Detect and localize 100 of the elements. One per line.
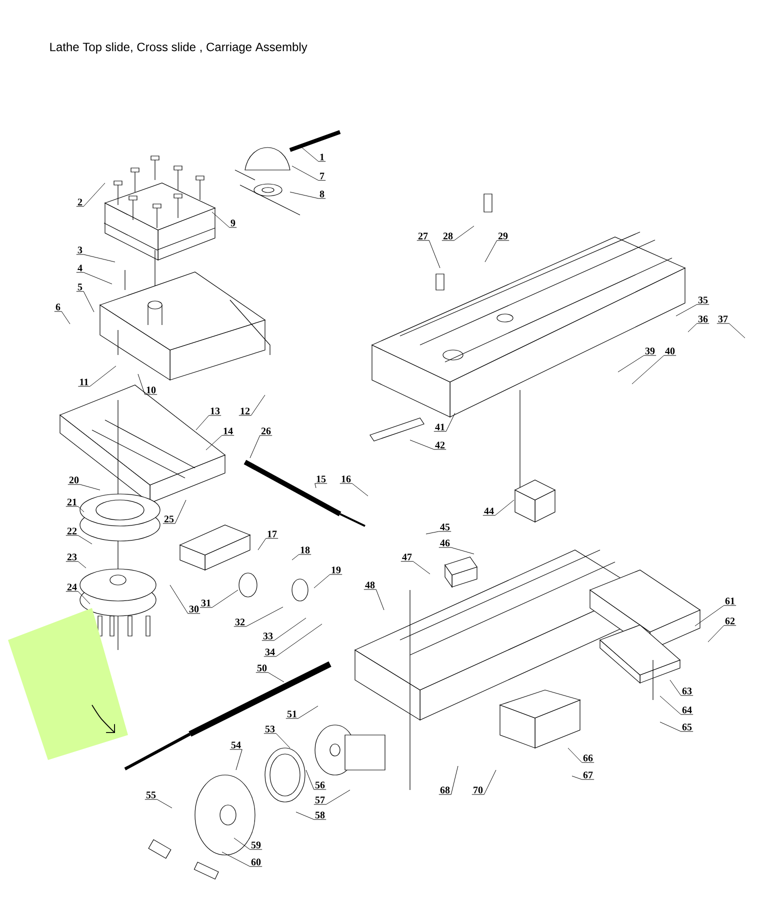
leader-line <box>688 323 710 332</box>
callout-number: 64 <box>682 706 692 714</box>
callout-number: 19 <box>332 566 341 574</box>
callout-number: 48 <box>365 582 375 588</box>
leader-line <box>340 483 368 496</box>
leader-line <box>262 618 306 641</box>
callout-number: 20 <box>69 476 79 484</box>
callout-number: 42 <box>435 442 445 448</box>
leader-line <box>250 435 272 458</box>
leader-line <box>716 323 746 338</box>
leader-line <box>410 440 446 450</box>
leader-line <box>206 435 234 450</box>
callout-number: 44 <box>484 508 494 514</box>
leader-line <box>76 182 106 207</box>
callout-number: 13 <box>210 408 220 414</box>
callout-number: 11 <box>80 378 88 386</box>
callout-number: 57 <box>315 796 325 804</box>
leader-line <box>286 706 318 719</box>
leader-line <box>438 766 458 795</box>
leader-line <box>66 535 92 544</box>
callout-number: 7 <box>320 172 324 180</box>
leader-line <box>364 589 384 610</box>
callout-number: 50 <box>257 664 267 672</box>
callout-number: 26 <box>261 428 271 434</box>
leader-line <box>76 291 94 312</box>
callout-number: 8 <box>320 190 324 198</box>
callout-number: 47 <box>402 554 412 560</box>
leader-line <box>708 625 736 642</box>
callout-number: 51 <box>287 710 296 718</box>
callout-number: 63 <box>682 688 692 694</box>
callout-number: 53 <box>265 726 275 732</box>
leader-line <box>416 240 440 268</box>
callout-number: 16 <box>342 476 351 482</box>
leader-line <box>660 722 694 732</box>
title: Lathe Top slide, Cross slide , Carriage Assembly <box>50 42 308 54</box>
leader-line <box>234 606 284 627</box>
callout-number: 17 <box>268 530 277 538</box>
callout-number: 5 <box>78 284 82 290</box>
leader-line <box>314 574 342 588</box>
callout-number: 62 <box>725 618 735 624</box>
callout-number: 6 <box>56 304 60 310</box>
leader-line <box>442 226 474 241</box>
callout-number: 29 <box>498 232 508 240</box>
leader-line <box>234 838 262 850</box>
callout-number: 36 <box>698 316 708 322</box>
callout-number: 23 <box>67 554 77 560</box>
leader-line <box>264 624 322 657</box>
callout-number: 2 <box>78 198 82 206</box>
callout-number: 58 <box>315 812 325 818</box>
leader-line <box>162 500 186 524</box>
callout-number: 22 <box>67 528 77 534</box>
leader-line <box>212 212 237 228</box>
callout-number: 28 <box>443 232 453 240</box>
callout-number: 3 <box>78 246 82 254</box>
leader-line <box>670 680 694 696</box>
leader-line <box>632 355 676 384</box>
callout-number: 35 <box>698 296 708 304</box>
leader-line <box>314 483 328 488</box>
callout-number: 9 <box>230 220 236 226</box>
leader-line <box>426 531 452 534</box>
callout-number: 14 <box>224 428 233 434</box>
callout-number: 54 <box>231 742 241 748</box>
callout-number: 25 <box>164 516 174 522</box>
callout-number: 70 <box>474 786 483 794</box>
leader-line <box>290 192 326 199</box>
leader-line <box>660 696 694 715</box>
leader-line <box>196 415 222 430</box>
leader-line <box>306 770 326 790</box>
callout-number: 27 <box>418 232 428 240</box>
leader-line <box>256 672 284 682</box>
callout-number: 41 <box>435 424 444 430</box>
leader-line <box>66 561 86 568</box>
leader-line <box>438 547 474 554</box>
callout-number: 67 <box>583 772 593 778</box>
leader-line <box>484 240 510 262</box>
callout-number: 30 <box>189 606 199 612</box>
leader-line <box>170 584 200 614</box>
callout-number: 31 <box>201 600 210 606</box>
callout-number: 65 <box>682 724 692 730</box>
leader-line <box>572 776 594 780</box>
callout-number: 60 <box>251 858 261 866</box>
leader-line <box>230 749 242 770</box>
callout-number: 32 <box>235 618 245 626</box>
leader-line <box>76 272 112 284</box>
callout-number: 40 <box>665 348 675 354</box>
leader-line <box>482 500 514 516</box>
callout-number: 4 <box>78 264 82 272</box>
leader-line <box>264 733 290 748</box>
callout-number: 37 <box>718 316 728 322</box>
callout-number: 45 <box>440 524 450 530</box>
leader-line <box>144 799 172 808</box>
leader-line <box>138 374 158 395</box>
leader-line <box>222 852 262 867</box>
callout-number: 21 <box>67 498 76 506</box>
leader-line <box>54 311 70 324</box>
callout-number: 1 <box>320 154 324 160</box>
leader-line <box>76 254 116 262</box>
callout-number: 56 <box>315 782 325 788</box>
callout-number: 12 <box>240 408 250 414</box>
leader-line <box>66 591 90 604</box>
